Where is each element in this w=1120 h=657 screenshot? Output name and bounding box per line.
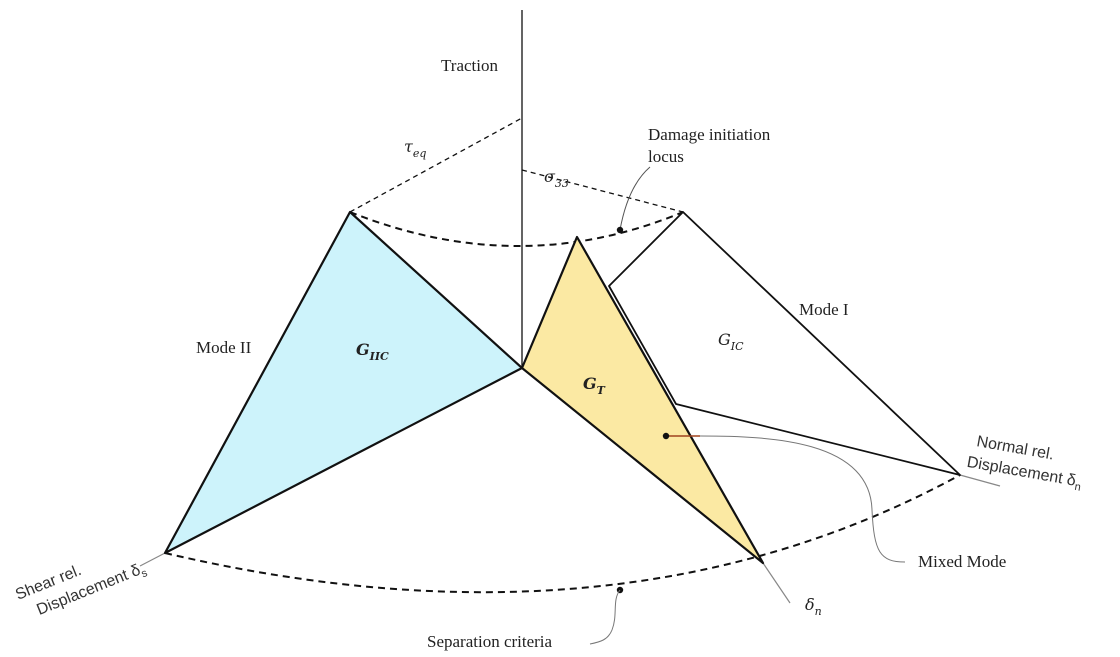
shear-axis-extension bbox=[139, 552, 166, 567]
normal-axis-extension bbox=[959, 474, 1001, 487]
mode-i-triangle bbox=[608, 211, 961, 476]
mixed-mode-pointer bbox=[699, 435, 906, 563]
normal-displacement-label: Normal rel.Displacement δn bbox=[965, 432, 1087, 494]
shear-displacement-label: Shear rel.Displacement δs bbox=[13, 539, 150, 627]
tau-eq-label: τeq bbox=[404, 137, 426, 160]
damage-initiation-locus bbox=[349, 211, 684, 247]
traction-label: Traction bbox=[441, 56, 498, 75]
separation-criteria-label: Separation criteria bbox=[427, 632, 553, 651]
damage-initiation-pointer bbox=[619, 166, 651, 231]
delta-n-label: δn bbox=[805, 595, 822, 618]
mixed-mode-label: Mixed Mode bbox=[918, 552, 1006, 571]
mixed-mode-dot bbox=[662, 432, 670, 440]
separation-criteria-pointer bbox=[589, 589, 621, 645]
separation-criteria-locus bbox=[164, 474, 961, 594]
sigma-33-label: σ33 bbox=[544, 167, 569, 190]
g-ic-label: GIC bbox=[718, 330, 744, 353]
mode-i-label: Mode I bbox=[799, 300, 849, 319]
delta-n-axis-extension bbox=[762, 562, 791, 604]
g-iic-label: GIIC bbox=[356, 340, 389, 363]
g-t-label: GT bbox=[583, 374, 606, 397]
sigma-33-projection-line bbox=[521, 169, 684, 213]
mode-ii-label: Mode II bbox=[196, 338, 252, 357]
damage-initiation-dot bbox=[616, 226, 624, 234]
mode-ii-triangle bbox=[163, 210, 524, 555]
tau-eq-projection-line bbox=[349, 117, 523, 213]
mixed-mode-triangle bbox=[520, 235, 765, 565]
